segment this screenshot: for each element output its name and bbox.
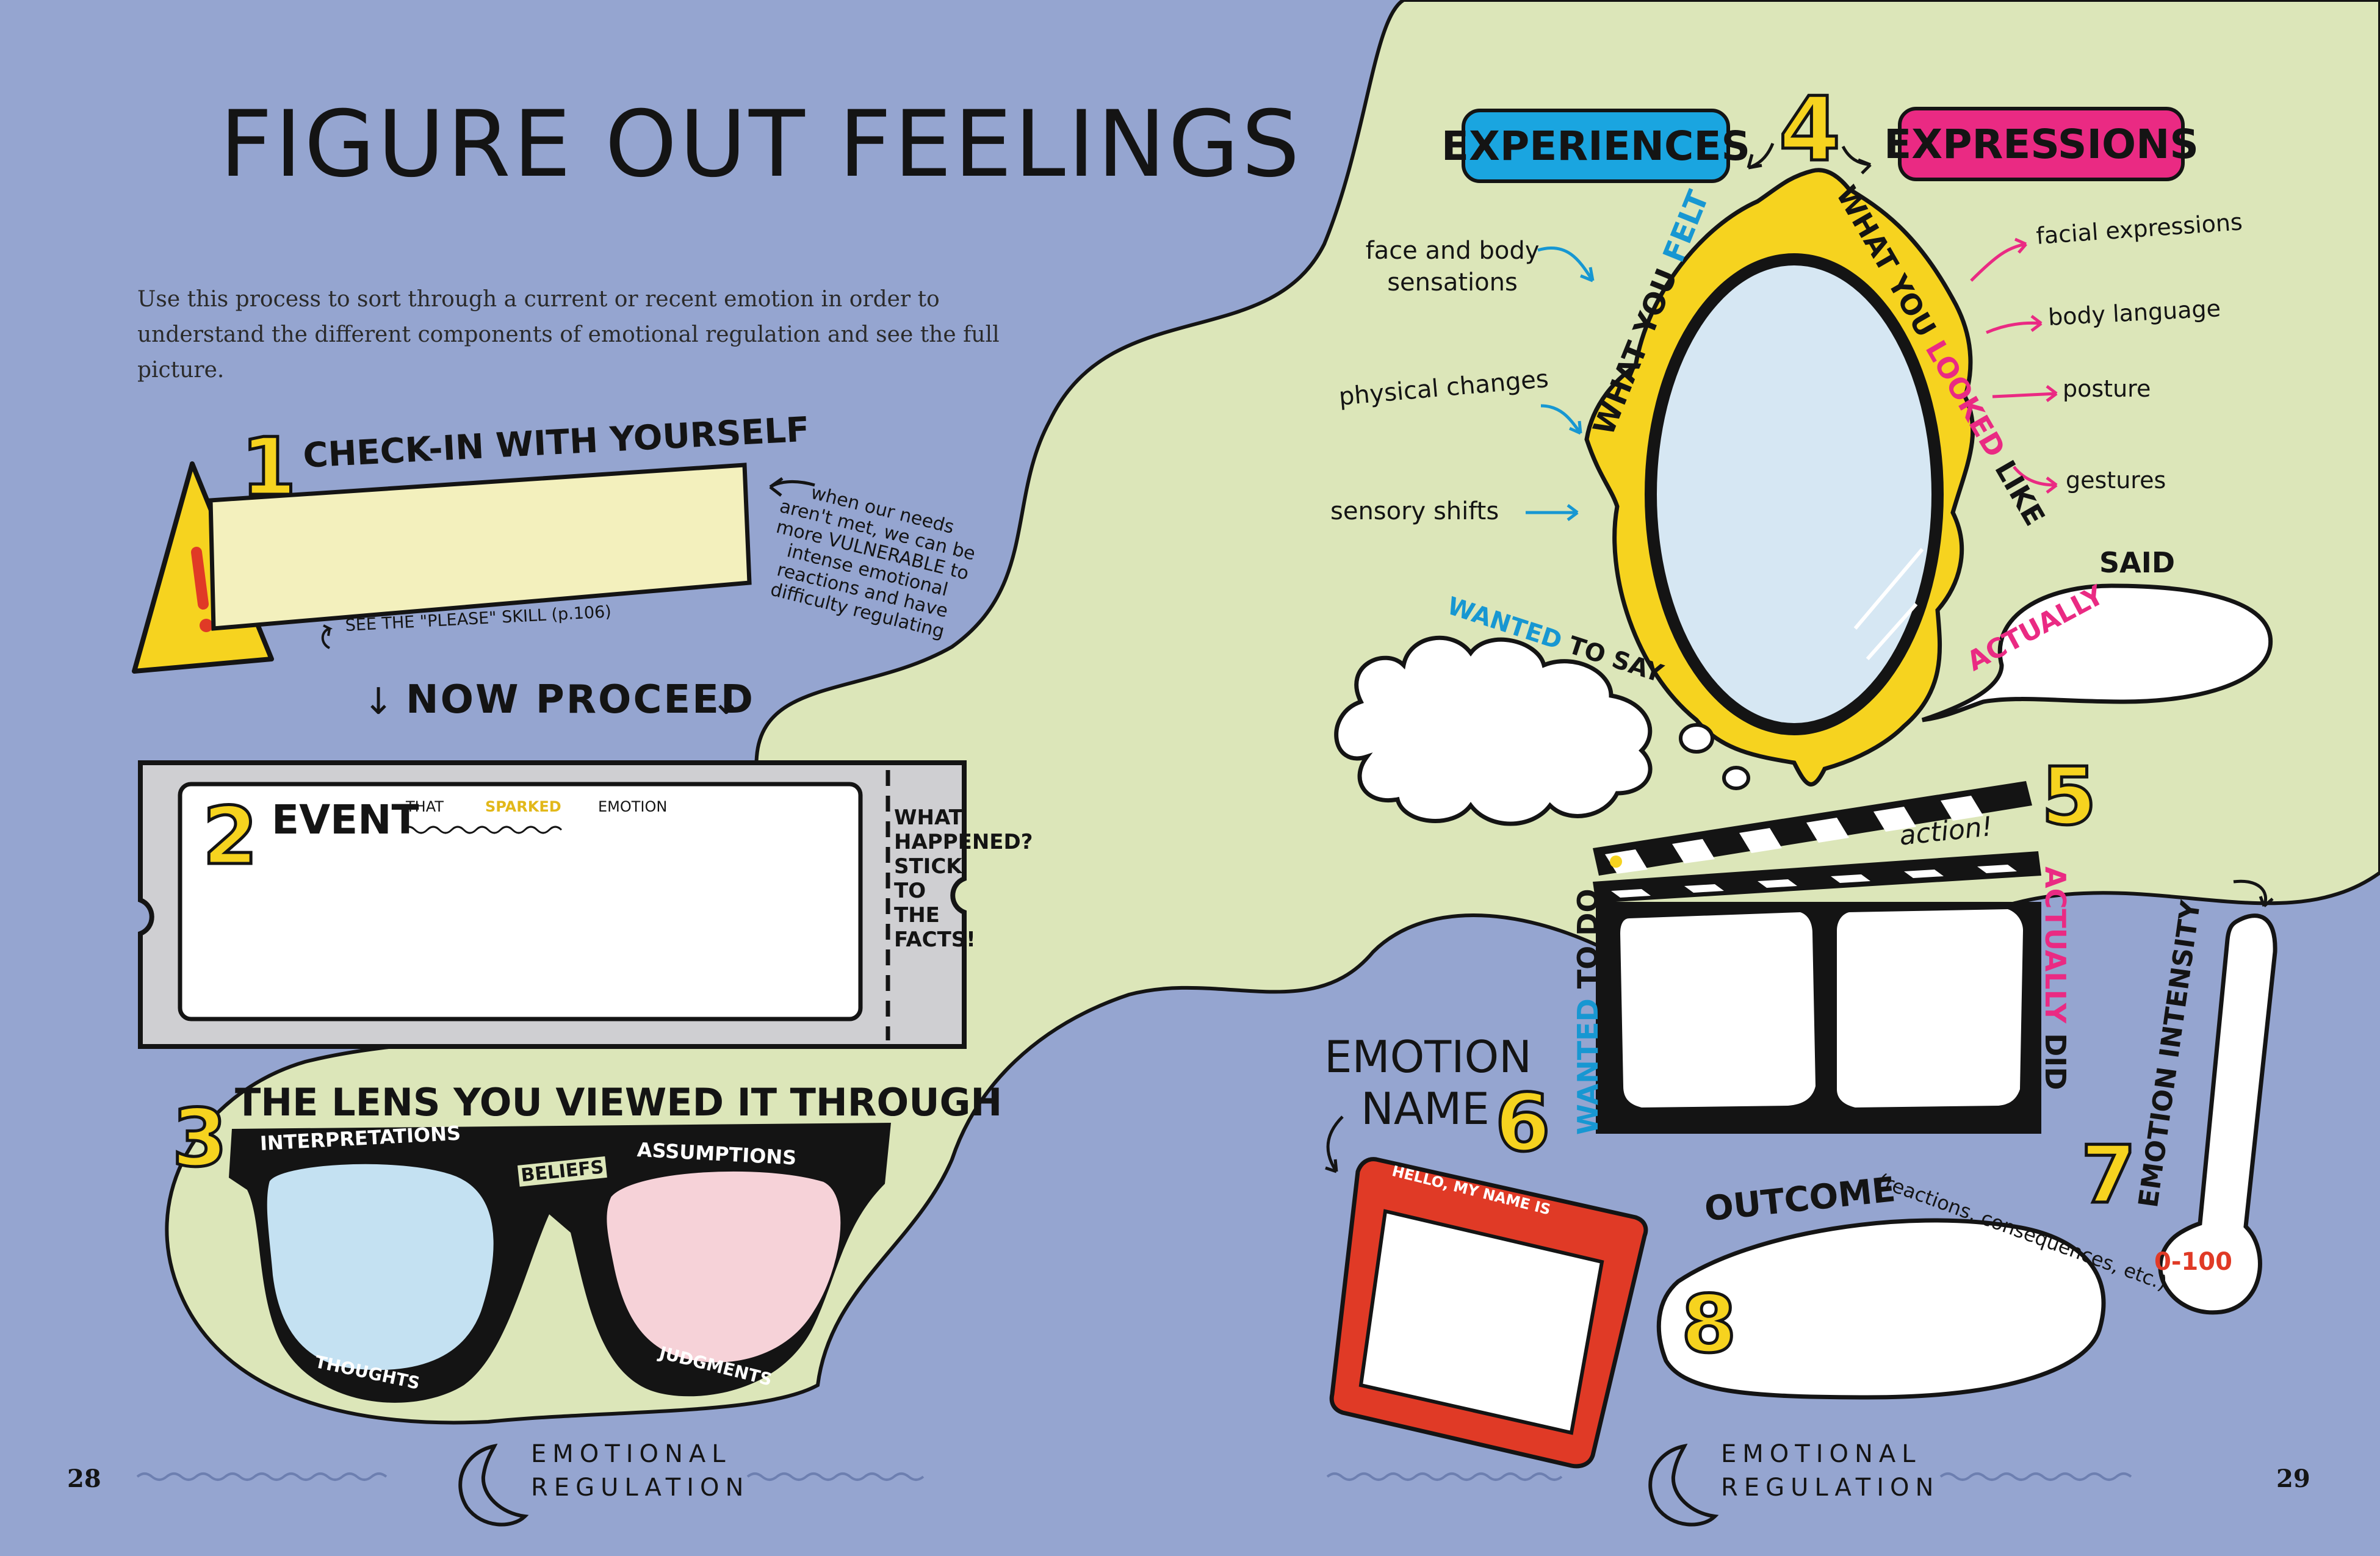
arrow-posture-icon [1992,385,2058,402]
arrow-experiences-icon [1747,143,1775,170]
actually-did-post: DID [2039,1033,2072,1090]
step2-subtitle-pre: THAT [406,798,444,815]
footer-squiggle-left2 [746,1472,925,1481]
wanted-do-highlight: WANTED [1571,998,1604,1135]
step2-title: EVENT [272,796,419,843]
step6-number: 6 [1493,1076,1551,1169]
thought-cloud [1334,635,1750,826]
step2-number: 2 [201,790,259,882]
left-page-number: 28 [67,1464,101,1493]
arrow-see-icon [321,624,333,649]
arrow-expressions-icon [1841,145,1872,175]
intensity-scale: 0-100 [2154,1248,2232,1276]
right-item-posture: posture [2063,375,2151,402]
expressions-label: EXPRESSIONS [1884,120,2199,168]
step1-number: 1 [239,420,297,513]
proceed-arrow-right-icon: ↓ [711,680,742,723]
experiences-pill: EXPERIENCES [1441,109,1750,183]
footer-left-section-line1: EMOTIONAL [531,1440,732,1468]
step2-subtitle-highlight: SPARKED [485,798,561,815]
speech-bubble [1921,583,2273,722]
arrow-emotion-name-icon [1325,1115,1344,1173]
checkin-box [208,463,752,631]
arrow-facial-icon [1970,237,2027,282]
ticket [138,760,967,1049]
step2-subtitle-post: EMOTION [598,798,668,815]
moon-icon [458,1443,529,1527]
emotion-name-line1: EMOTION [1324,1031,1532,1082]
arrow-gestures-icon [2013,466,2058,494]
intro-text: Use this process to sort through a curre… [137,287,1000,383]
footer-right-section-line1: EMOTIONAL [1721,1440,1922,1468]
wanted-do-label: WANTED TO DO [1571,888,1604,1135]
glasses [229,1123,891,1403]
mirror [1584,168,1975,787]
name-tag [1329,1157,1648,1469]
clapperboard [1593,781,2041,1134]
step3-number: 3 [170,1092,228,1184]
thermometer [2158,913,2277,1315]
step3-title: THE LENS YOU VIEWED IT THROUGH [235,1080,1003,1125]
outcome-oval [1656,1218,2106,1400]
step8-number: 8 [1679,1278,1737,1371]
expressions-pill: EXPRESSIONS [1884,107,2199,181]
emotion-name-line2: NAME [1361,1083,1490,1134]
step4-number: 4 [1778,78,1842,181]
actually-did-highlight: ACTUALLY [2039,866,2072,1024]
left-item-sensory: sensory shifts [1330,497,1499,525]
arrow-body-icon [1986,315,2043,334]
right-page-number: 29 [2276,1464,2310,1493]
footer-squiggle-left [136,1472,388,1481]
step2-stub-text: WHAT HAPPENED? STICK TO THE FACTS! [894,805,1033,952]
left-item-face: face and body sensations [1365,237,1540,297]
wanted-do-post: TO DO [1571,888,1604,989]
arrow-note-icon [769,477,815,497]
step7-number: 7 [2079,1128,2137,1221]
actually-said-post: SAID [2099,546,2176,579]
proceed-label: NOW PROCEED [406,677,755,722]
footer-squiggle-right2 [1939,1472,2132,1481]
arrow-sensory-icon [1526,504,1579,521]
footer-squiggle-right [1326,1472,1563,1481]
arrow-physical-icon [1540,404,1582,435]
page-title: FIGURE OUT FEELINGS [220,92,1302,198]
arrow-intensity-icon [2233,879,2274,907]
arrow-face-icon [1537,246,1595,283]
footer-left-section-line2: REGULATION [531,1474,750,1502]
experiences-label: EXPERIENCES [1441,122,1751,170]
actually-did-label: ACTUALLY DID [2039,866,2072,1090]
moon-icon-right [1648,1443,1719,1527]
right-item-gestures: gestures [2066,467,2166,494]
footer-right-section-line2: REGULATION [1721,1474,1940,1502]
proceed-arrow-left-icon: ↓ [363,680,394,723]
step5-number: 5 [2039,750,2097,843]
